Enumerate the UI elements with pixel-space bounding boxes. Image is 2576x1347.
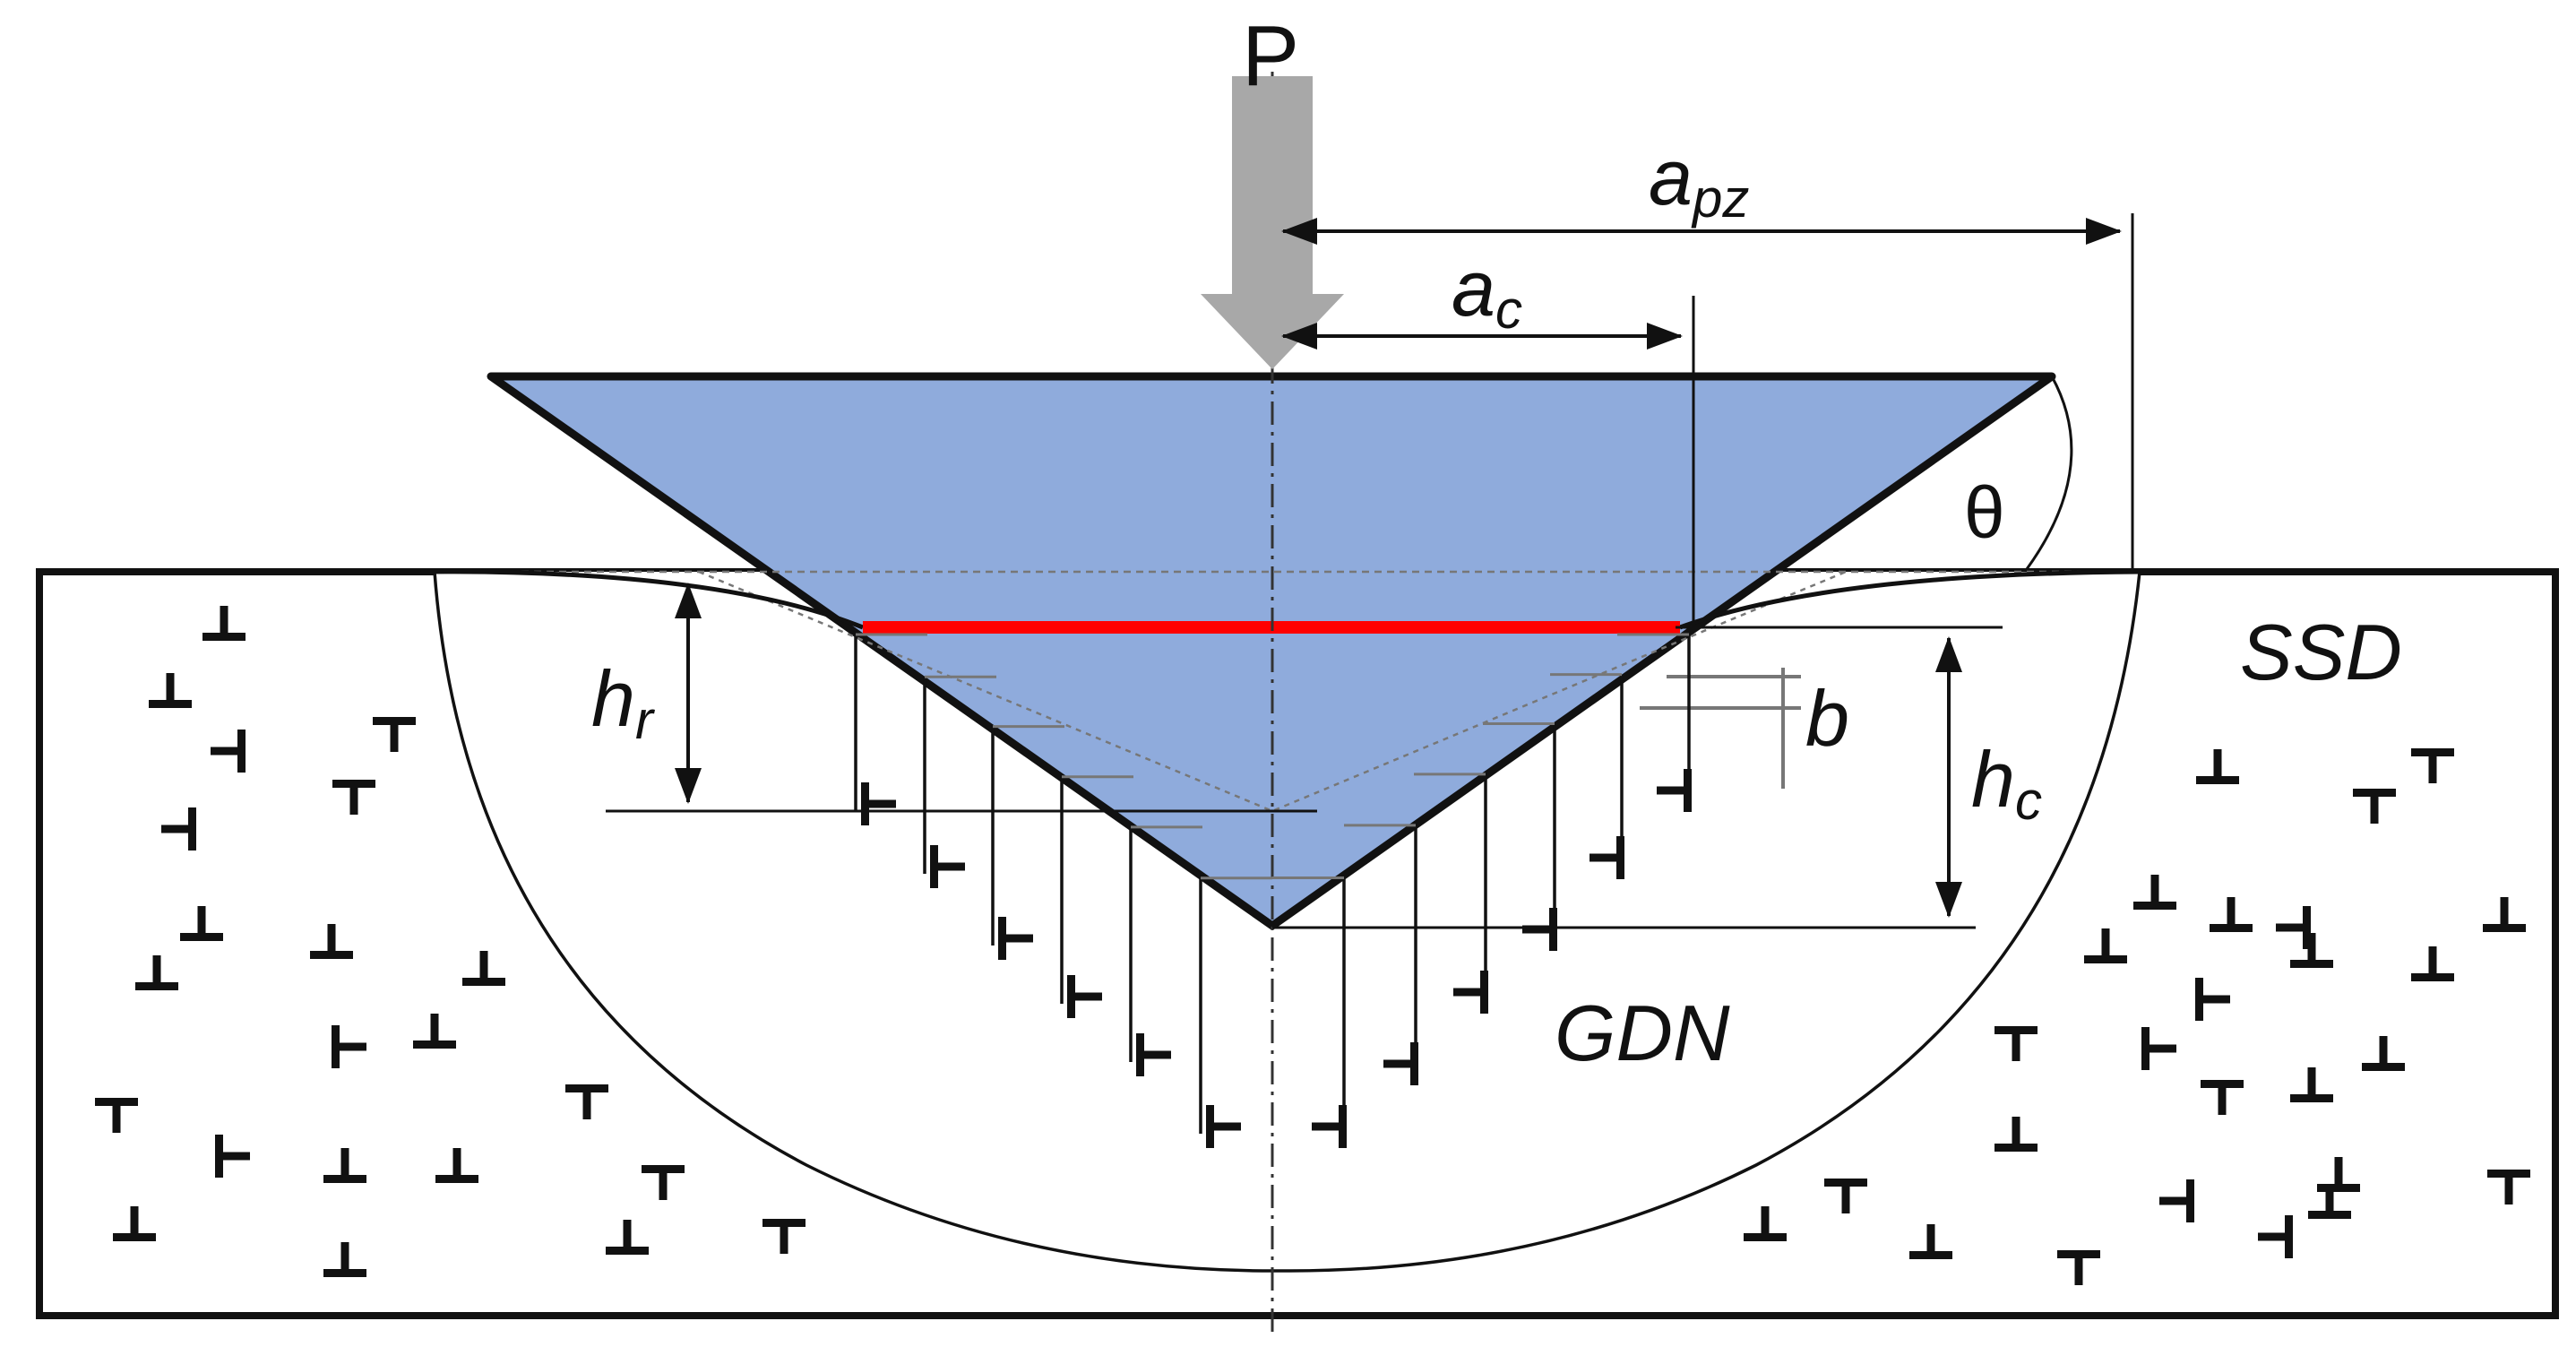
dislocation-symbol-icon bbox=[1206, 1105, 1241, 1148]
dislocation-symbol-icon bbox=[2483, 897, 2526, 932]
dislocation-symbol-icon bbox=[642, 1165, 685, 1200]
dislocation-symbol-icon bbox=[211, 730, 246, 773]
dislocation-symbol-icon bbox=[1744, 1206, 1787, 1241]
dislocation-symbol-icon bbox=[1909, 1224, 1952, 1259]
dislocation-symbol-icon bbox=[435, 1148, 478, 1183]
dislocation-symbol-icon bbox=[2411, 748, 2454, 783]
dislocation-symbol-icon bbox=[180, 906, 223, 941]
dislocation-symbol-icon bbox=[606, 1220, 649, 1255]
dislocation-symbol-icon bbox=[1994, 1026, 2038, 1061]
dislocation-symbol-icon bbox=[2196, 749, 2239, 784]
dislocation-symbol-icon bbox=[462, 951, 505, 986]
gnd-staircase bbox=[854, 633, 1692, 1148]
a-c-sub: c bbox=[1495, 280, 1522, 340]
dislocation-symbol-icon bbox=[332, 1025, 366, 1068]
h-c-main: h bbox=[1971, 735, 2015, 824]
dislocation-symbol-icon bbox=[95, 1098, 138, 1133]
dislocation-symbol-icon bbox=[1067, 975, 1102, 1018]
h-c-sub: c bbox=[2015, 771, 2042, 831]
dislocation-symbol-icon bbox=[323, 1148, 366, 1183]
dislocation-symbol-icon bbox=[2362, 1036, 2405, 1071]
residual-profile-ghost bbox=[698, 570, 1847, 813]
dislocation-symbol-icon bbox=[1824, 1179, 1867, 1213]
dislocation-symbol-icon bbox=[1453, 971, 1488, 1014]
dislocation-symbol-icon bbox=[323, 1242, 366, 1277]
dislocation-symbol-icon bbox=[2411, 946, 2454, 981]
dislocation-symbol-icon bbox=[2210, 897, 2253, 932]
theta-label: θ bbox=[1964, 472, 2005, 554]
dislocation-symbol-icon bbox=[1136, 1033, 1171, 1076]
theta-arc bbox=[2025, 376, 2073, 570]
gdn-label: GDN bbox=[1555, 989, 1730, 1077]
h-r-main: h bbox=[591, 654, 635, 743]
dislocation-symbol-icon bbox=[2317, 1157, 2360, 1192]
a-c-label: ac bbox=[1452, 244, 1522, 340]
dislocation-symbol-icon bbox=[2195, 978, 2230, 1021]
dislocation-symbol-icon bbox=[113, 1206, 156, 1241]
a-pz-label: apz bbox=[1649, 133, 1749, 229]
dislocation-symbol-icon bbox=[1657, 769, 1692, 812]
dislocation-symbol-icon bbox=[215, 1135, 250, 1178]
a-pz-sub: pz bbox=[1691, 168, 1749, 229]
dislocation-symbol-icon bbox=[2290, 1067, 2333, 1102]
plastic-zone-arc bbox=[433, 571, 2141, 1273]
load-label: P bbox=[1242, 8, 1299, 104]
down-arrow-icon bbox=[1201, 76, 1344, 369]
a-c-main: a bbox=[1452, 244, 1495, 332]
dislocation-symbol-icon bbox=[2133, 875, 2176, 910]
dislocation-symbol-icon bbox=[861, 782, 896, 825]
ssd-label: SSD bbox=[2240, 608, 2402, 696]
dislocation-symbol-icon bbox=[1383, 1042, 1418, 1085]
b-label: b bbox=[1805, 674, 1849, 763]
dislocation-symbol-icon bbox=[998, 917, 1033, 960]
dislocation-symbol-icon bbox=[373, 717, 416, 752]
ssd-dislocations bbox=[95, 606, 2530, 1285]
dislocation-symbol-icon bbox=[149, 673, 192, 708]
deformed-surface-right bbox=[1679, 569, 2141, 630]
dislocation-symbol-icon bbox=[2084, 928, 2127, 963]
h-r-sub: r bbox=[635, 690, 655, 750]
dislocation-symbol-icon bbox=[2353, 789, 2396, 824]
dislocation-symbol-icon bbox=[2141, 1027, 2176, 1070]
dislocation-symbol-icon bbox=[1994, 1117, 2038, 1152]
dislocation-symbol-icon bbox=[2159, 1179, 2194, 1222]
dislocation-symbol-icon bbox=[310, 924, 353, 959]
a-pz-main: a bbox=[1649, 133, 1693, 221]
dislocation-symbol-icon bbox=[2201, 1080, 2244, 1115]
h-r-label: hr bbox=[591, 654, 655, 750]
dislocation-symbol-icon bbox=[161, 807, 196, 851]
dislocation-symbol-icon bbox=[2057, 1250, 2100, 1285]
dislocation-symbol-icon bbox=[2308, 1184, 2351, 1219]
dislocation-symbol-icon bbox=[930, 845, 965, 888]
dislocation-symbol-icon bbox=[413, 1014, 456, 1049]
dislocation-symbol-icon bbox=[762, 1219, 806, 1254]
dislocation-symbol-icon bbox=[1312, 1105, 1347, 1148]
dislocation-symbol-icon bbox=[1590, 836, 1624, 879]
dislocation-symbol-icon bbox=[2487, 1170, 2530, 1205]
dislocation-symbol-icon bbox=[1522, 908, 1557, 951]
dislocation-symbol-icon bbox=[202, 606, 246, 641]
dislocation-symbol-icon bbox=[565, 1084, 608, 1119]
dislocation-symbol-icon bbox=[2276, 906, 2311, 949]
dislocation-symbol-icon bbox=[2258, 1215, 2293, 1258]
dislocation-symbol-icon bbox=[332, 780, 375, 815]
h-c-label: hc bbox=[1971, 735, 2042, 831]
dislocation-symbol-icon bbox=[2290, 933, 2333, 968]
dislocation-symbol-icon bbox=[135, 955, 178, 990]
